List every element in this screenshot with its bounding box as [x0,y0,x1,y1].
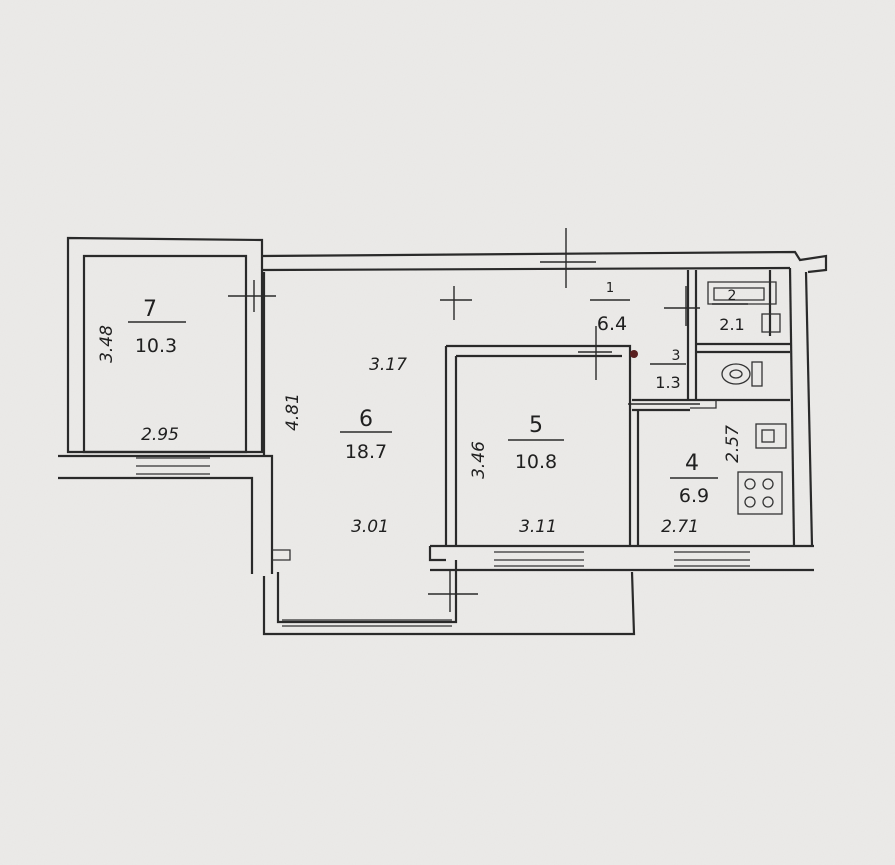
room-6-height-dim: 4.81 [283,393,303,431]
room-4-width-dim: 2.71 [661,517,699,537]
room-6-number: 6 [359,407,373,432]
room-1-area: 6.4 [597,313,627,335]
room-3-number: 3 [672,348,681,364]
room-5-width-dim: 3.11 [519,517,557,537]
bathtub-icon [707,281,777,305]
room-3-area: 1.3 [655,373,680,392]
dimension-labels: 3.48 2.95 4.81 3.17 3.01 3.46 3.11 2.71 … [97,325,743,537]
room-5-height-dim: 3.46 [469,441,489,479]
room-2-area: 2.1 [719,315,744,334]
toilet-icon [721,361,763,387]
room-6-bottom-dim: 3.01 [351,517,389,537]
room-7-width-dim: 2.95 [141,425,179,445]
fixtures [707,281,787,515]
room-4-number: 4 [685,451,699,476]
room-7-number: 7 [143,297,157,322]
room-5-number: 5 [529,413,543,438]
fraction-lines [128,299,748,479]
room-6-top-dim: 3.17 [369,355,407,375]
walls [58,236,828,636]
kitchen-sink-icon [755,423,787,449]
room-7-height-dim: 3.48 [97,325,117,363]
room-7-area: 10.3 [135,335,177,357]
room-2-number: 2 [728,288,737,304]
sink-icon [761,313,781,333]
stove-icon [737,471,783,515]
marks [228,228,700,612]
room-4-area: 6.9 [679,485,709,507]
room-labels: 7 10.3 6 18.7 5 10.8 4 6.9 1 6.4 2 2.1 3… [135,281,745,507]
room-1-number: 1 [606,281,614,296]
room-4-height-dim: 2.57 [723,425,743,463]
room-5-area: 10.8 [515,451,557,473]
room-6-area: 18.7 [345,441,387,463]
